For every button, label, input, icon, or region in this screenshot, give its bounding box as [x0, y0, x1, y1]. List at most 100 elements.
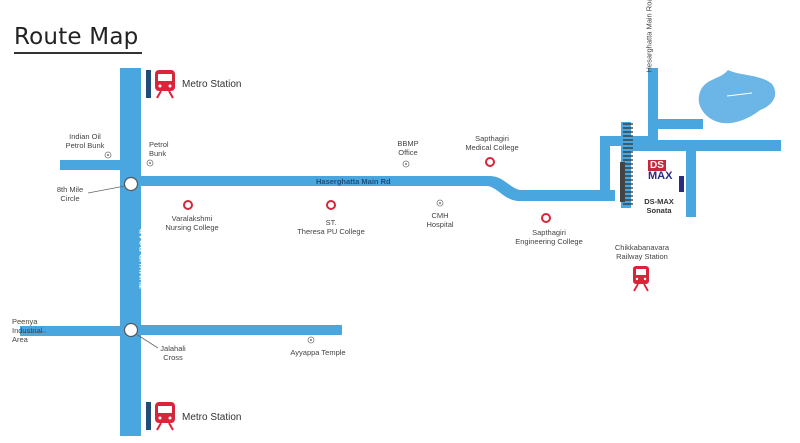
eighth-mile-label: 8th Mile Circle — [48, 185, 92, 203]
metro-icon-top — [146, 70, 175, 99]
indian-oil-line1: Indian Oil — [69, 132, 101, 141]
bbmp-line1: BBMP — [397, 139, 419, 148]
petrol-bunk-line2: Bunk — [149, 149, 167, 158]
rail-train-light-l — [635, 277, 639, 281]
metro-top-light-l — [158, 84, 162, 88]
chikkabanavara-label: Chikkabanavara Railway Station — [606, 243, 678, 261]
varalakshmi-label: Varalakshmi Nursing College — [158, 214, 226, 232]
cmh-label: CMH Hospital — [420, 211, 460, 229]
ds-logo-max: MAX — [648, 170, 673, 182]
sapthagiri-medical-line2: Medical College — [465, 143, 519, 152]
cmh-line2: Hospital — [426, 220, 454, 229]
cmh-dot — [439, 202, 441, 204]
tumkur-road — [120, 68, 141, 436]
title-underline — [14, 52, 142, 54]
dsmax-label: DS-MAX Sonata — [636, 197, 682, 215]
metro-bottom-bar — [146, 402, 151, 430]
lake-shape — [698, 70, 776, 124]
varalakshmi-line1: Varalakshmi — [171, 214, 213, 223]
rail-train-window — [636, 269, 646, 275]
ayyappa-dot — [310, 339, 312, 341]
dsmax-location-bar — [679, 176, 684, 192]
rail-train-rails — [633, 283, 649, 292]
haserghatta-road-label: Haserghatta Main Rd — [316, 177, 391, 186]
poi-dots — [104, 151, 444, 344]
roads — [20, 68, 781, 436]
varalakshmi-marker — [183, 200, 193, 210]
eighth-mile-line2: Circle — [60, 194, 80, 203]
metro-icon-bottom — [146, 402, 175, 431]
jalahali-cross-marker — [123, 322, 139, 338]
st-theresa-line1: ST. — [325, 218, 337, 227]
sapthagiri-medical-line1: Sapthagiri — [475, 134, 509, 143]
jalahali-road — [140, 325, 342, 335]
dsmax-line2: Sonata — [646, 206, 672, 215]
metro-top-light-r — [168, 84, 172, 88]
railway-track — [620, 122, 633, 208]
metro-bottom-window — [158, 406, 172, 413]
indian-oil-spur — [60, 160, 122, 170]
peenya-line1: Peenya — [12, 317, 38, 326]
lake-connector-road — [658, 119, 703, 129]
metro-top-bar — [146, 70, 151, 98]
sapthagiri-engineering-line2: Engineering College — [515, 237, 583, 246]
page-title: Route Map — [14, 24, 139, 50]
eighth-mile-line1: 8th Mile — [56, 185, 84, 194]
metro-station-top-label: Metro Station — [182, 79, 242, 90]
jalahali-label: Jalahali Cross — [152, 344, 194, 362]
jalahali-line2: Cross — [163, 353, 183, 362]
ds-logo-ds: DS — [648, 160, 666, 171]
ds-max-logo: DS MAX — [648, 160, 680, 182]
haserghatta-main-road — [140, 176, 615, 201]
metro-bottom-light-l — [158, 416, 162, 420]
petrol-bunk-line1: Petrol — [149, 140, 169, 149]
hesarghatta-road-label: Hesarghatta Main Road — [644, 0, 654, 73]
bbmp-dot — [405, 163, 407, 165]
peenya-label: Peenya Industrial Area — [12, 317, 42, 344]
chikkabanavara-line2: Railway Station — [616, 252, 668, 261]
chikkabanavara-line1: Chikkabanavara — [614, 243, 670, 252]
peenya-line2: Industrial — [12, 326, 43, 335]
dsmax-line1: DS-MAX — [644, 197, 674, 206]
indian-oil-label: Indian Oil Petrol Bunk — [60, 132, 110, 150]
metro-station-bottom-label: Metro Station — [182, 412, 242, 423]
metro-bottom-rails — [156, 422, 174, 431]
eighth-mile-leader — [87, 185, 126, 194]
east-connector-vertical — [600, 136, 610, 201]
sapthagiri-medical-label: Sapthagiri Medical College — [458, 134, 526, 152]
st-theresa-marker — [326, 200, 336, 210]
sapthagiri-engineering-label: Sapthagiri Engineering College — [508, 228, 590, 246]
cmh-line1: CMH — [431, 211, 449, 220]
college-markers — [183, 157, 551, 223]
sapthagiri-medical-marker — [485, 157, 495, 167]
sapthagiri-engineering-marker — [541, 213, 551, 223]
bbmp-line2: Office — [398, 148, 418, 157]
jalahali-line1: Jalahali — [160, 344, 186, 353]
railway-train-icon — [633, 266, 649, 292]
jalahali-leader — [135, 333, 159, 349]
tumkur-road-label: TUMKUR ROAD — [138, 228, 148, 289]
lake-label-line — [726, 92, 753, 97]
metro-top-window — [158, 74, 172, 81]
st-theresa-label: ST. Theresa PU College — [286, 218, 376, 236]
petrol-bunk-dot — [149, 162, 151, 164]
east-road — [626, 140, 781, 151]
ayyappa-label: Ayyappa Temple — [290, 348, 346, 357]
indian-oil-dot — [107, 154, 109, 156]
rail-train-light-r — [643, 277, 647, 281]
railway-station-block — [620, 162, 625, 202]
railway-line — [621, 122, 631, 208]
eighth-mile-circle-marker — [123, 176, 139, 192]
metro-top-rails — [156, 90, 174, 99]
bbmp-label: BBMP Office — [388, 139, 428, 157]
indian-oil-line2: Petrol Bunk — [65, 141, 105, 150]
hesarghatta-vertical-road — [648, 68, 658, 146]
dsmax-road — [686, 151, 696, 217]
varalakshmi-line2: Nursing College — [165, 223, 219, 232]
petrol-bunk-label: Petrol Bunk — [149, 140, 169, 158]
st-theresa-line2: Theresa PU College — [297, 227, 365, 236]
peenya-road-left — [20, 326, 122, 336]
metro-bottom-light-r — [168, 416, 172, 420]
sapthagiri-engineering-line1: Sapthagiri — [532, 228, 566, 237]
